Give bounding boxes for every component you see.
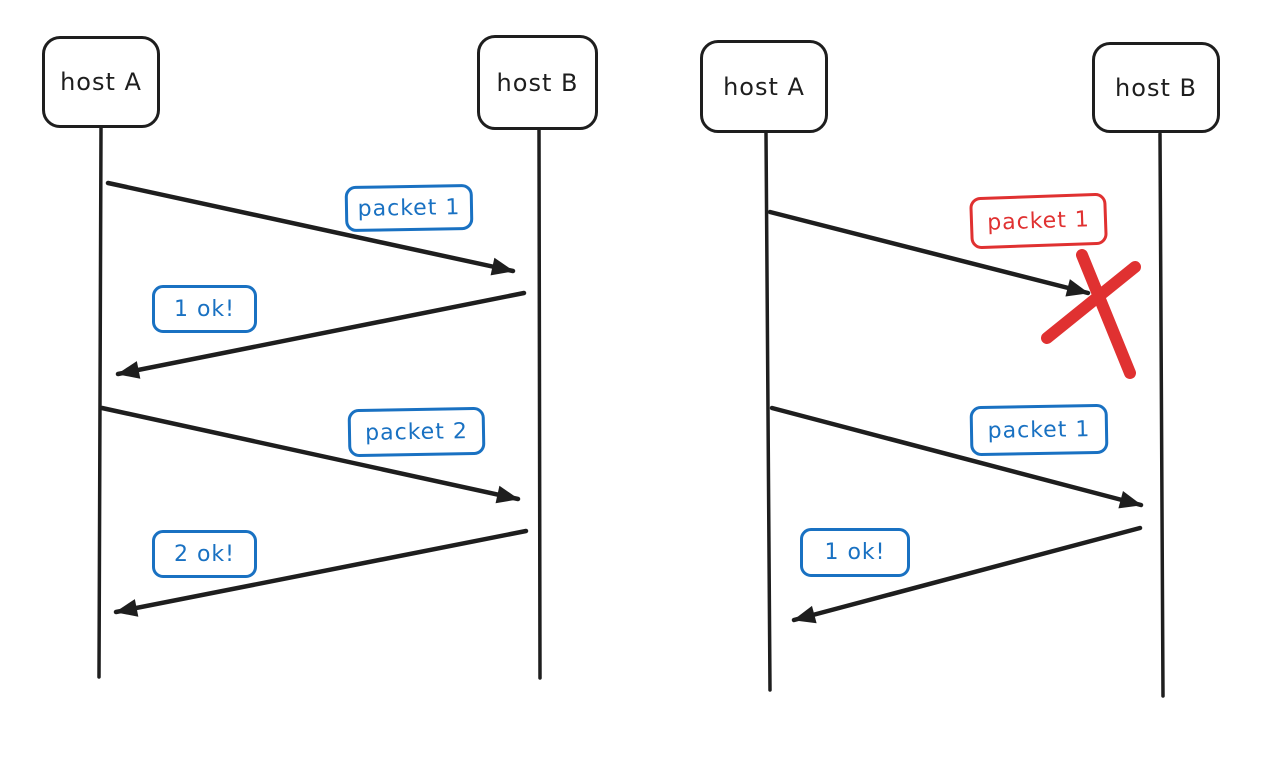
message-arrow-2-ok-left — [113, 528, 529, 617]
message-label-packet-1-lost-right: packet 1 — [969, 192, 1108, 250]
message-arrow-1-ok-right — [791, 525, 1143, 624]
message-arrow-packet-2-left — [99, 405, 521, 504]
message-label-1-ok-right: 1 ok! — [800, 528, 910, 577]
packet-lost-cross-icon — [1041, 249, 1141, 379]
message-label-packet-2-left: packet 2 — [347, 406, 486, 458]
cross-stroke-2 — [1041, 261, 1141, 344]
message-arrow-packet-1-left — [105, 180, 516, 276]
cross-stroke-1 — [1076, 249, 1136, 379]
lifeline-host-b-right — [1158, 132, 1165, 698]
actor-box-host-a-right: host A — [700, 40, 828, 133]
message-arrow-packet-1-retry-right — [769, 405, 1144, 509]
actor-box-host-b-left: host B — [477, 35, 598, 130]
actor-box-host-a-left: host A — [42, 36, 160, 128]
message-label-packet-1-left: packet 1 — [344, 183, 474, 233]
lifeline-host-b-left — [537, 128, 542, 680]
lifeline-host-a-left — [97, 126, 103, 679]
message-arrow-1-ok-left — [115, 290, 527, 379]
message-label-2-ok-left: 2 ok! — [152, 530, 257, 578]
message-label-1-ok-left: 1 ok! — [152, 285, 257, 333]
message-label-packet-1-retry-right: packet 1 — [969, 403, 1109, 457]
message-arrow-packet-1-lost-right — [767, 209, 1091, 297]
actor-box-host-b-right: host B — [1092, 42, 1220, 133]
lifeline-host-a-right — [764, 131, 772, 692]
